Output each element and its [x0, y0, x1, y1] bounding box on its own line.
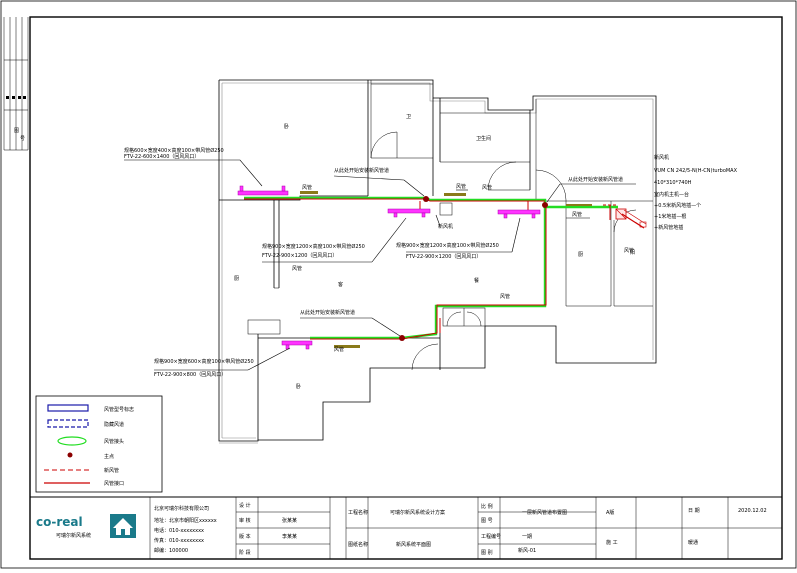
room-labels: 卧 卫 卫生间 客 厨 阳 厨 餐 卧 [234, 114, 635, 390]
branch-duct-living [310, 207, 547, 340]
company-fax: 传真：010-xxxxxxxx [154, 537, 204, 544]
room-label-r1: 卧 [284, 123, 289, 130]
title-block: co-real 可瑞尔新风系统 北京可瑞尔科技有限公司 地址：北京市朝阳区xxx… [29, 496, 783, 560]
tb-v-project: 可瑞尔新风系统设计方案 [390, 509, 445, 516]
tb-v-version: A版 [606, 509, 614, 516]
spec-line-2: 410*310*740H [654, 180, 692, 186]
callout-c8: 风管 [334, 346, 344, 353]
side-label-a: 图 [14, 128, 19, 134]
tb-h-designer: 设 计 [239, 502, 251, 509]
company-address: 地址：北京市朝阳区xxxxxx [154, 517, 217, 524]
room-label-r8: 餐 [474, 277, 479, 284]
tb-h-version: 版 本 [239, 533, 251, 540]
tb-h-sheet: 图 别 [481, 549, 493, 556]
callout-c9: 风管 [292, 265, 302, 272]
callout-c4: 风管 [302, 184, 312, 191]
company-zip: 邮编：100000 [154, 547, 188, 554]
floor-plan [218, 79, 657, 444]
unit-3-line2: FTV-22-900×1200（回风风口） [406, 254, 481, 260]
callouts: 规格600×宽度400×高度100×带风管Ø250 FTV-22-600×140… [124, 147, 636, 378]
tb-h-stage: 阶 段 [239, 549, 251, 556]
unit-2-line1: 规格900×宽度1200×高度100×带风管Ø250 [262, 243, 365, 250]
callout-c11: 风管 [572, 211, 582, 218]
room-label-r2: 卫 [406, 114, 411, 120]
spec-line-6: +新风管地插 [654, 224, 683, 231]
unit-1-line2: FTV-22-600×1400（回风风口） [124, 154, 199, 160]
spec-line-1: VUM CN 242/5-N(H-CN)turboMAX [654, 168, 738, 174]
callout-c12: 风管 [624, 247, 634, 254]
tb-v-scale: 一层新风管道布置图 [522, 509, 567, 516]
tb-h-scale: 比 例 [481, 503, 493, 510]
legend-label-5: 风管接口 [104, 480, 124, 487]
inner-frame [29, 16, 783, 560]
unit-4-line2: FTV-22-900×800（回风风口） [154, 372, 226, 378]
legend-label-1: 隐藏风道 [104, 421, 124, 428]
callout-c3: 从此处开始安装新风管道 [300, 309, 355, 316]
tb-h-date: 日 期 [688, 508, 700, 514]
company-tel: 电话：010-xxxxxxxx [154, 527, 204, 534]
callout-c10: 新风机 [438, 223, 453, 230]
room-label-r6: 阳 [630, 249, 635, 256]
spec-line-4: +0.5米新风地插—个 [654, 202, 701, 209]
legend-label-0: 风管型号标志 [104, 406, 134, 413]
company-name: 北京可瑞尔科技有限公司 [154, 505, 209, 512]
unit-3-line1: 规格900×宽度1200×高度100×带风管Ø250 [396, 242, 499, 249]
side-strip: 图 号 [3, 17, 29, 151]
tb-v-sheet: 暖通 [688, 539, 698, 546]
main-duct [244, 196, 618, 209]
room-label-r9: 卧 [296, 383, 301, 390]
diffuser-4 [281, 340, 313, 350]
tb-v-designer: 张某某 [282, 517, 297, 524]
callout-c7: 风管 [500, 293, 510, 300]
callout-c6: 风管 [482, 184, 492, 191]
spec-title: 新风机 [654, 154, 669, 161]
tb-h-proj-no: 工程编号 [481, 533, 501, 540]
unit-4-line1: 规格900×宽度600×高度100×带风管Ø250 [154, 358, 254, 365]
junction-point [399, 335, 405, 341]
tb-h-checker: 审 核 [239, 517, 251, 524]
callout-c5: 风管 [456, 183, 466, 190]
duct-network [237, 185, 647, 350]
diffuser-1 [237, 185, 289, 196]
side-label-b: 号 [20, 136, 25, 142]
tb-h-drawing: 图纸名称 [348, 541, 368, 548]
room-label-r7: 厨 [234, 276, 239, 282]
room-label-r3: 卫生间 [476, 135, 491, 142]
company-logo: co-real [36, 515, 83, 529]
diffuser-2 [387, 208, 431, 218]
legend: 风管型号标志 隐藏风道 风管接头 主点 新风管 风管接口 [35, 395, 163, 493]
spec-line-5: +1米地插—根 [654, 213, 686, 220]
tb-v-stage: 施 工 [606, 539, 618, 546]
legend-label-2: 风管接头 [104, 438, 124, 445]
unit-spec: 新风机 VUM CN 242/5-N(H-CN)turboMAX 410*310… [654, 154, 738, 231]
unit-2-line2: FTV-22-900×1200（回风风口） [262, 253, 337, 259]
room-label-r5: 厨 [578, 252, 583, 258]
legend-label-3: 主点 [104, 453, 114, 460]
tb-v-date: 2020.12.02 [738, 508, 767, 514]
spec-line-3: 室内机主机—台 [654, 191, 689, 198]
callout-c1: 从此处开始安装新风管道 [334, 167, 389, 174]
company-logo-sub: 可瑞尔新风系统 [56, 532, 91, 539]
fresh-air-unit [615, 208, 647, 229]
room-label-r4: 客 [338, 281, 343, 288]
tb-v-proj-no: 一期 [522, 534, 532, 540]
tb-v-drawing: 新风系统平面图 [396, 541, 431, 548]
legend-label-4: 新风管 [104, 467, 119, 474]
junction-point [542, 202, 548, 208]
tb-h-no: 图 号 [481, 518, 493, 524]
tb-v-no: 新风-01 [518, 547, 536, 554]
unit-1-line1: 规格600×宽度400×高度100×带风管Ø250 [124, 147, 224, 154]
diffuser-3 [497, 209, 541, 219]
tb-v-checker: 李某某 [282, 533, 297, 540]
tb-h-project: 工程名称 [348, 509, 368, 516]
callout-c2: 从此处开始安装新风管道 [568, 176, 623, 183]
junction-point [423, 196, 429, 202]
